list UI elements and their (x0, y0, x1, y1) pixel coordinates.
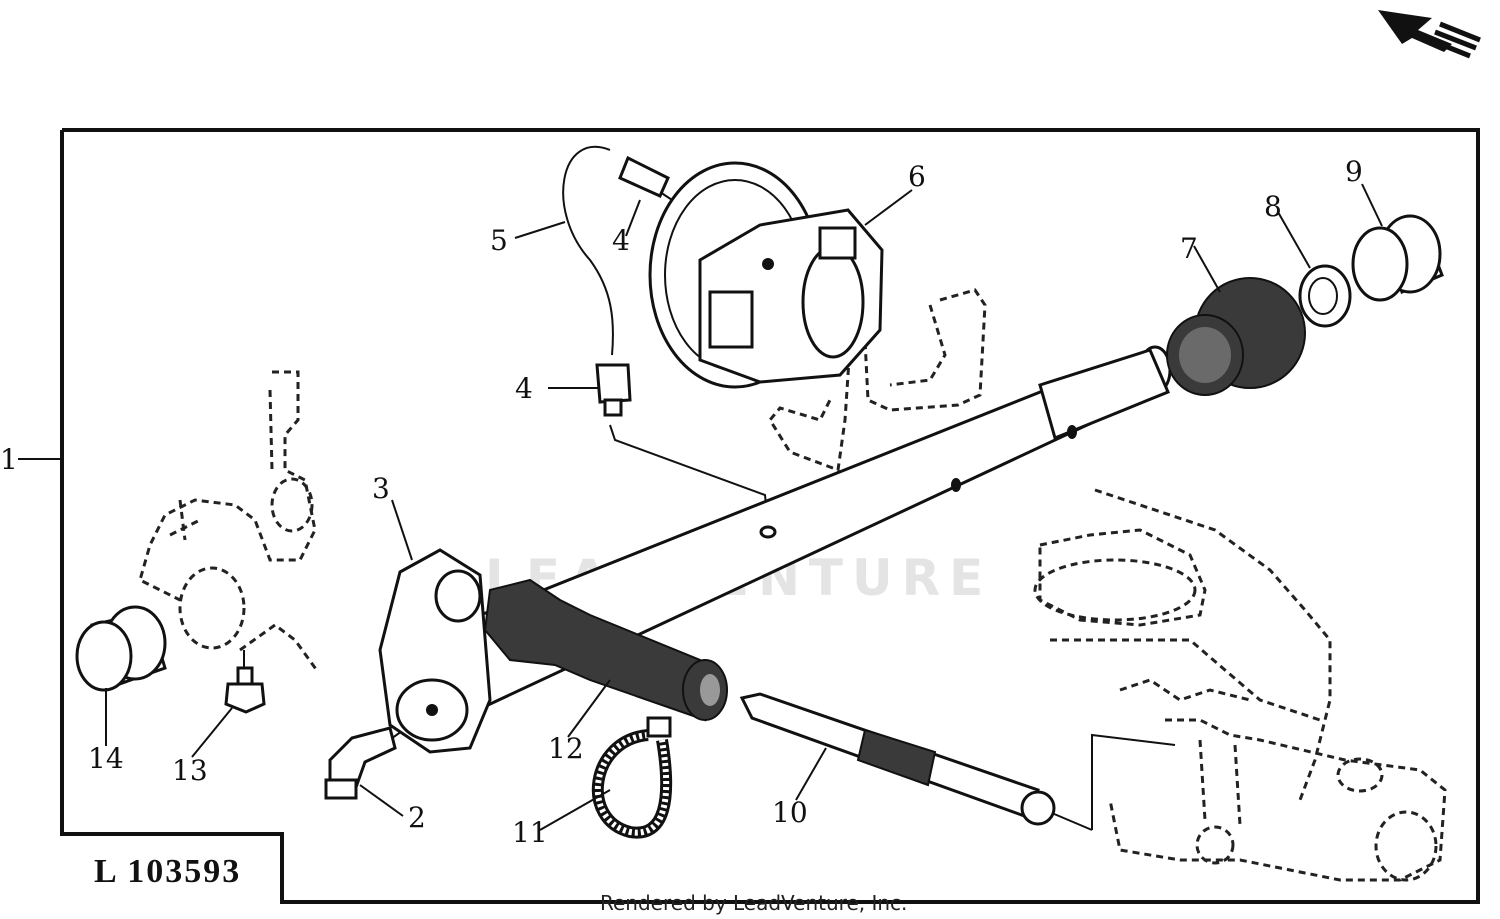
dashed-right-housing (1033, 488, 1447, 882)
callout-10: 10 (772, 796, 808, 829)
part-grease-fitting (224, 666, 266, 714)
part-shaft-tube (445, 345, 1172, 707)
part-seal-8 (1298, 264, 1352, 328)
part-boot (483, 578, 728, 722)
callout-12: 12 (548, 732, 584, 765)
callout-4b: 4 (515, 372, 533, 405)
dashed-left-bracket (138, 370, 320, 673)
callout-3: 3 (372, 472, 390, 505)
callout-7: 7 (1180, 232, 1198, 265)
part-bushing-14 (75, 605, 167, 692)
part-push-rod (739, 692, 1056, 826)
part-elbow-fitting (324, 726, 397, 800)
part-hose-clamp (591, 716, 673, 839)
callout-14: 14 (88, 742, 124, 775)
callout-1: 1 (0, 443, 18, 476)
callout-4a: 4 (612, 224, 630, 257)
callout-13: 13 (172, 754, 208, 787)
leader-lines (18, 183, 1383, 831)
callout-5: 5 (490, 224, 508, 257)
callout-8: 8 (1264, 190, 1282, 223)
rendered-by-footer: Rendered by LeadVenture, Inc. (600, 891, 907, 915)
part-grease-line (562, 146, 670, 417)
callout-9: 9 (1345, 155, 1363, 188)
part-lever-arm (378, 548, 492, 754)
callout-labels: 1 2 3 4 4 5 6 7 8 9 10 11 12 13 14 (0, 155, 1363, 849)
callout-11: 11 (512, 816, 548, 849)
part-release-bearing (648, 161, 884, 389)
diagram-frame (60, 128, 1480, 904)
direction-arrow-icon (1378, 10, 1481, 59)
reference-number: L 103593 (94, 853, 241, 890)
callout-2: 2 (408, 801, 426, 834)
callout-6: 6 (908, 160, 926, 193)
part-bushing-9 (1351, 214, 1444, 302)
part-bushing-7 (1166, 277, 1306, 396)
